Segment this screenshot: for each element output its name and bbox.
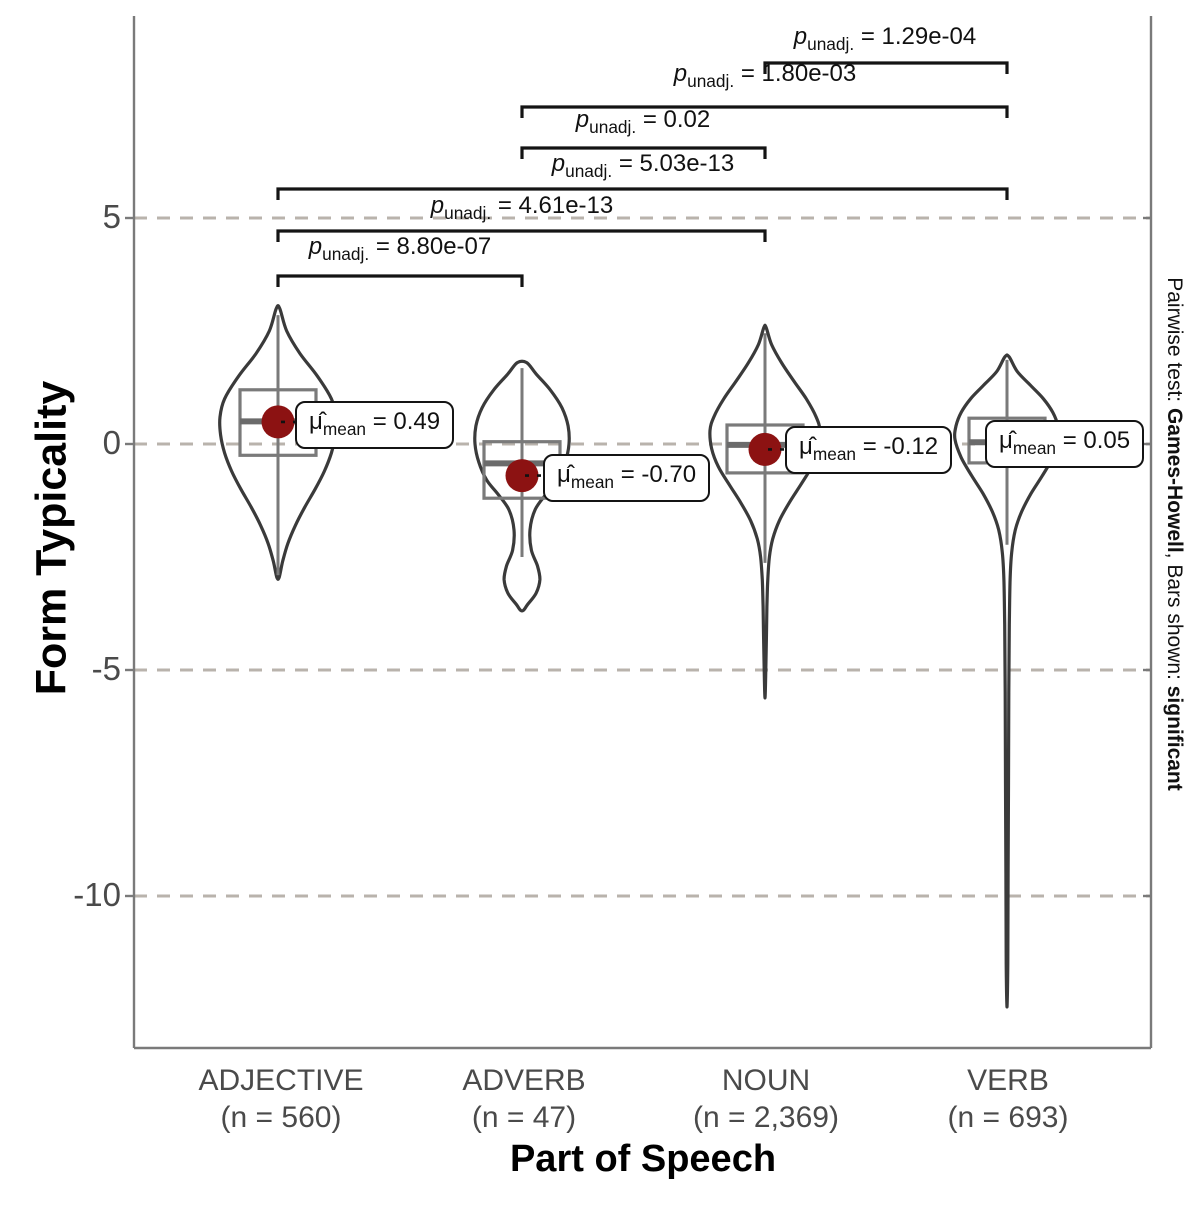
mu-hat-symbol: μ̂ — [309, 408, 323, 435]
x-tick-adjective: ADJECTIVE (n = 560) — [198, 1062, 363, 1136]
group-label: VERB — [967, 1064, 1049, 1097]
p-symbol: p — [551, 150, 566, 177]
p-symbol: p — [793, 23, 808, 50]
caption-emphasis: significant — [1163, 685, 1186, 791]
group-label: ADVERB — [462, 1064, 586, 1097]
p-subscript: unadj. — [565, 160, 613, 181]
mean-subscript: mean — [322, 418, 367, 439]
caption-text: Pairwise test: — [1163, 277, 1186, 408]
group-n: (n = 2,369) — [693, 1101, 839, 1134]
p-subscript: unadj. — [807, 33, 855, 54]
caption-text: , Bars shown: — [1163, 552, 1186, 686]
p-subscript: unadj. — [687, 70, 735, 91]
x-tick-verb: VERB (n = 693) — [948, 1062, 1069, 1136]
pairwise-test-caption: Pairwise test: Games-Howell, Bars shown:… — [1162, 277, 1186, 791]
p-value: = 4.61e-13 — [491, 192, 614, 219]
group-label: NOUN — [721, 1064, 811, 1097]
mean-subscript: mean — [1012, 437, 1057, 458]
mu-hat-symbol: μ̂ — [999, 427, 1013, 454]
mean-subscript: mean — [570, 471, 615, 492]
p-label-adjective-noun: punadj. = 4.61e-13 — [431, 192, 614, 224]
mean-value: = 0.05 — [1056, 427, 1131, 454]
mean-label-adverb: μ̂mean = -0.70 — [543, 454, 711, 502]
mean-label-noun: μ̂mean = -0.12 — [785, 426, 953, 474]
p-symbol: p — [673, 60, 688, 87]
mean-label-verb: μ̂mean = 0.05 — [985, 420, 1145, 468]
y-tick-label-5: 5 — [102, 198, 121, 236]
p-value: = 0.02 — [636, 106, 711, 133]
y-tick-label-0: 0 — [102, 424, 121, 462]
group-n: (n = 693) — [947, 1101, 1069, 1134]
p-value: = 5.03e-13 — [612, 150, 735, 177]
x-tick-noun: NOUN (n = 2,369) — [693, 1062, 839, 1136]
x-tick-adverb: ADVERB (n = 47) — [462, 1062, 585, 1136]
y-tick-label-neg10: -10 — [73, 876, 121, 914]
y-axis-title: Form Typicality — [27, 380, 76, 696]
group-n: (n = 560) — [220, 1101, 342, 1134]
x-axis-title: Part of Speech — [509, 1138, 777, 1180]
p-label-adjective-adverb: punadj. = 8.80e-07 — [309, 233, 492, 265]
mean-value: = -0.70 — [614, 461, 697, 488]
p-subscript: unadj. — [589, 116, 637, 137]
mean-value: = -0.12 — [856, 433, 939, 460]
p-subscript: unadj. — [322, 243, 370, 264]
p-symbol: p — [430, 192, 445, 219]
p-label-adjective-verb: punadj. = 5.03e-13 — [552, 150, 735, 182]
p-label-adverb-verb: punadj. = 1.80e-03 — [674, 60, 857, 92]
p-subscript: unadj. — [444, 202, 492, 223]
p-symbol: p — [575, 106, 590, 133]
p-symbol: p — [308, 233, 323, 260]
p-value: = 8.80e-07 — [369, 233, 492, 260]
group-label: ADJECTIVE — [198, 1064, 364, 1097]
caption-test-name: Games-Howell — [1163, 407, 1186, 553]
mu-hat-symbol: μ̂ — [799, 433, 813, 460]
y-tick-label-neg5: -5 — [91, 650, 121, 688]
p-value: = 1.80e-03 — [734, 60, 857, 87]
p-value: = 1.29e-04 — [854, 23, 977, 50]
group-n: (n = 47) — [471, 1101, 577, 1134]
mean-subscript: mean — [812, 443, 857, 464]
p-label-adverb-noun: punadj. = 0.02 — [576, 106, 710, 138]
mean-value: = 0.49 — [366, 408, 441, 435]
p-label-noun-verb: punadj. = 1.29e-04 — [794, 23, 977, 55]
mean-label-adjective: μ̂mean = 0.49 — [295, 401, 455, 449]
mu-hat-symbol: μ̂ — [557, 461, 571, 488]
